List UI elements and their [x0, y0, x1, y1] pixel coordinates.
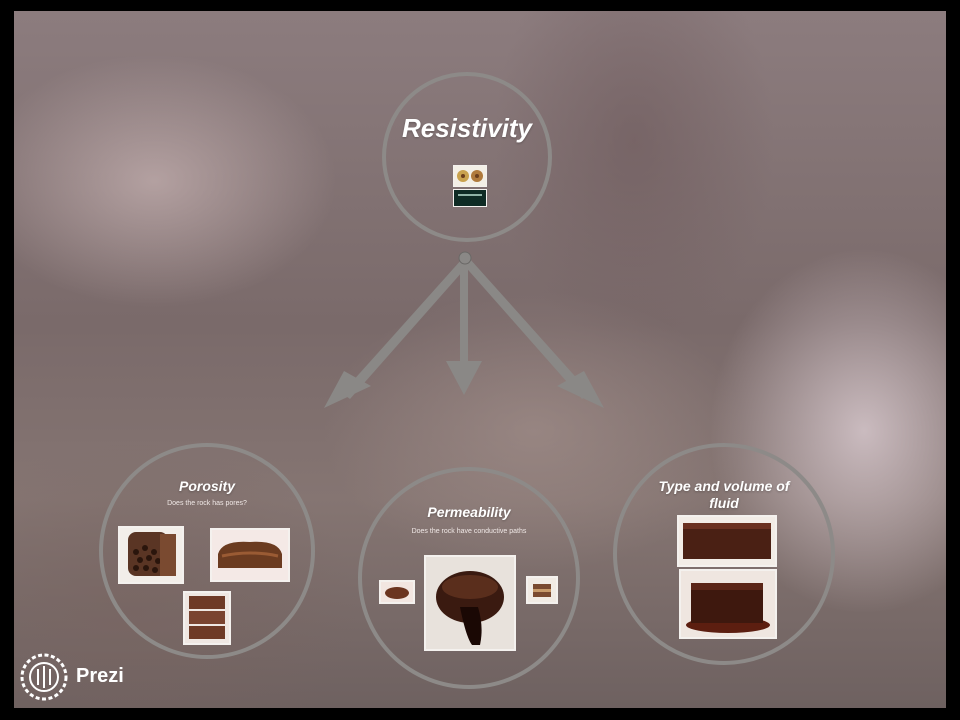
- permeability-node-ring[interactable]: [358, 467, 580, 689]
- arrowhead-porosity: [324, 371, 371, 408]
- arrowhead-fluid: [557, 371, 604, 408]
- connector-origin-dot: [458, 251, 472, 265]
- chocolate-bar-photo[interactable]: [183, 591, 231, 645]
- fluid-node-ring[interactable]: [613, 443, 835, 665]
- prezi-logo-icon[interactable]: [19, 652, 69, 702]
- dark-slide-thumbnail[interactable]: [453, 189, 487, 207]
- arrow-to-fluid: [462, 259, 590, 399]
- prezi-logo-text: Prezi: [76, 665, 124, 687]
- brownie-photo[interactable]: [677, 515, 777, 567]
- arrowhead-permeability: [446, 361, 482, 395]
- permeability-subtitle: Does the rock have conductive paths: [411, 528, 527, 535]
- permeability-title: Permeability: [427, 504, 511, 520]
- porosity-node-ring[interactable]: [99, 443, 315, 659]
- lava-cake-photo[interactable]: [424, 555, 516, 651]
- fluid-title: Type and volume of fluid: [658, 478, 790, 511]
- small-cake-photo[interactable]: [379, 580, 415, 604]
- aero-chocolate-photo[interactable]: [118, 526, 184, 584]
- arrow-to-permeability: [460, 261, 468, 371]
- root-node-ring[interactable]: [382, 72, 552, 242]
- arrow-to-porosity: [342, 259, 470, 399]
- cake-slice-photo[interactable]: [526, 576, 558, 604]
- prezi-canvas[interactable]: Resistivity Porosity Does the rock has p…: [14, 11, 946, 708]
- porosity-subtitle: Does the rock has pores?: [167, 500, 247, 507]
- porosity-title: Porosity: [178, 478, 235, 494]
- connector-arrows: [324, 251, 604, 408]
- cake-diagram-thumbnail[interactable]: [453, 165, 487, 187]
- fudge-cake-photo[interactable]: [679, 569, 777, 639]
- sponge-cake-photo[interactable]: [210, 528, 290, 582]
- root-title: Resistivity: [401, 113, 533, 143]
